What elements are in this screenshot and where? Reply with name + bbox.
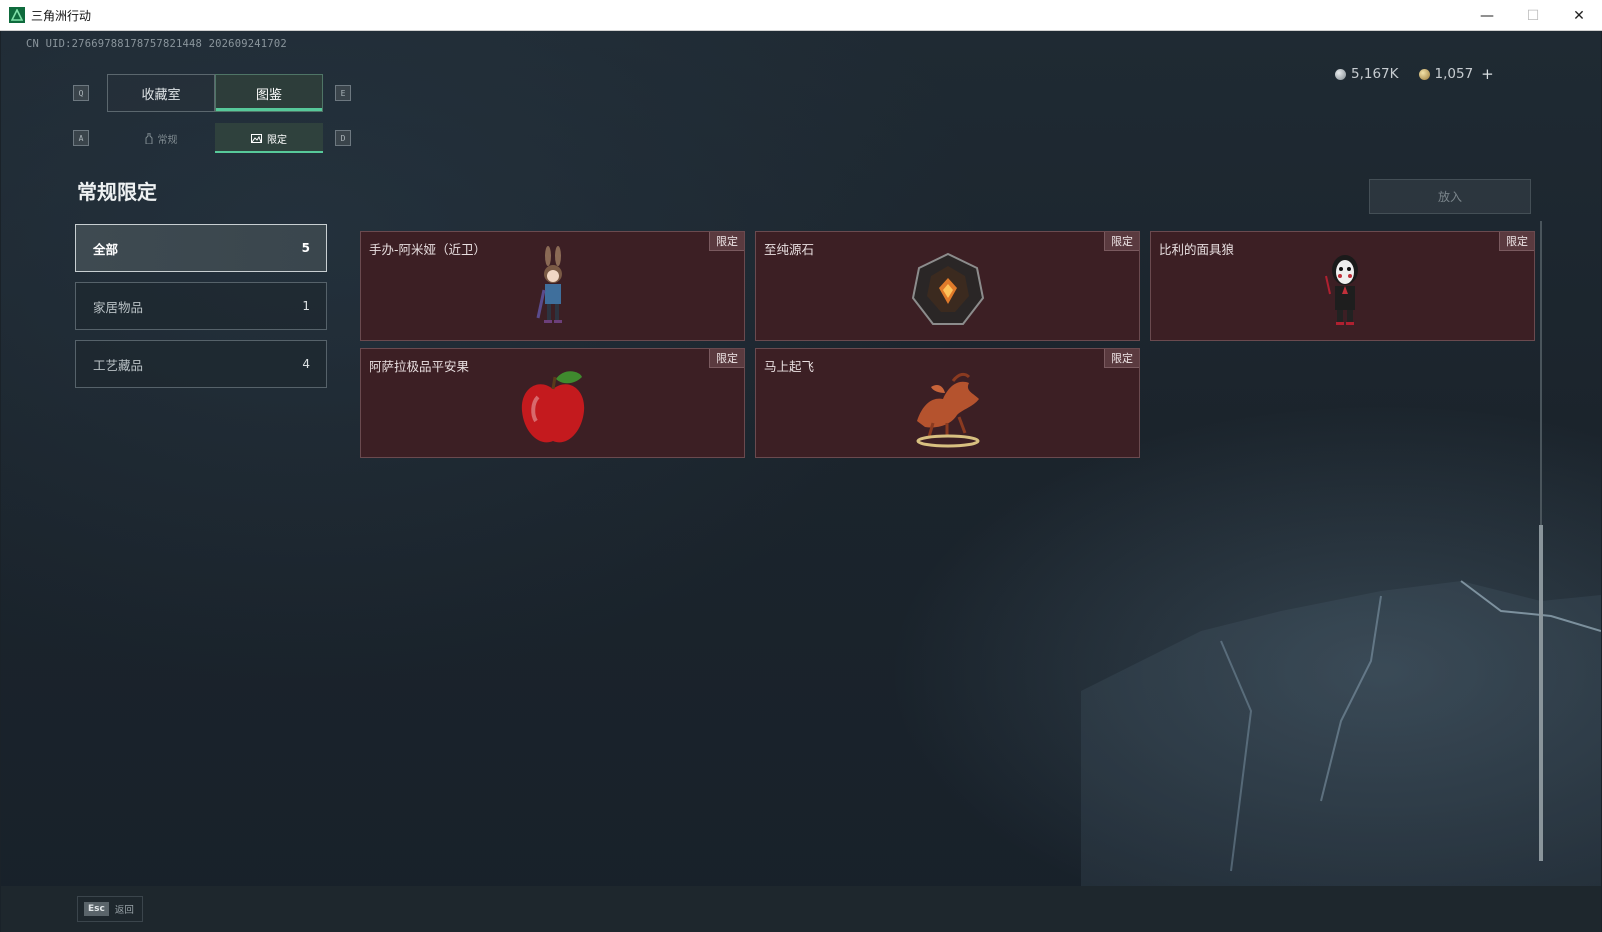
- limited-badge: 限定: [1499, 232, 1534, 251]
- category-count: 4: [302, 357, 310, 371]
- window-controls: — ☐ ✕: [1464, 0, 1602, 31]
- category-all[interactable]: 全部 5: [75, 224, 327, 272]
- silver-amount: 5,167K: [1351, 66, 1399, 82]
- limited-badge: 限定: [1104, 232, 1139, 251]
- item-name: 马上起飞: [764, 359, 815, 374]
- key-hint-q: Q: [73, 85, 89, 101]
- esc-key-icon: Esc: [84, 902, 109, 916]
- gold-currency: 1,057 +: [1418, 65, 1494, 83]
- category-label: 全部: [93, 241, 119, 257]
- category-count: 1: [302, 299, 310, 313]
- category-label: 工艺藏品: [93, 357, 144, 373]
- item-card[interactable]: 手办-阿米娅（近卫） 限定: [360, 231, 745, 341]
- window-titlebar: 三角洲行动 — ☐ ✕: [0, 0, 1602, 31]
- limited-badge: 限定: [709, 232, 744, 251]
- originium-crystal-icon: [911, 252, 984, 325]
- item-card[interactable]: 至纯源石 限定: [755, 231, 1140, 341]
- billy-puppet-icon: [1324, 255, 1358, 325]
- item-name: 比利的面具狼: [1159, 242, 1235, 257]
- key-hint-e: E: [335, 85, 351, 101]
- sub-tab-bar: 常规 限定: [107, 123, 323, 153]
- subtab-regular-label: 常规: [157, 134, 178, 146]
- gold-amount: 1,057: [1434, 66, 1474, 82]
- key-hint-a: A: [73, 130, 89, 146]
- item-card[interactable]: 马上起飞 限定: [755, 348, 1140, 458]
- category-crafts[interactable]: 工艺藏品 4: [75, 340, 327, 388]
- window-title: 三角洲行动: [31, 8, 92, 23]
- item-name: 手办-阿米娅（近卫）: [369, 242, 487, 257]
- currency-bar: 5,167K 1,057 +: [1335, 65, 1494, 83]
- add-currency-button[interactable]: +: [1481, 65, 1494, 83]
- silver-coin-icon: [1335, 68, 1346, 80]
- category-list: 全部 5 家居物品 1 工艺藏品 4: [75, 224, 327, 398]
- bottle-icon: [145, 132, 152, 144]
- item-card[interactable]: 比利的面具狼 限定: [1150, 231, 1535, 341]
- subtab-regular[interactable]: 常规: [107, 123, 215, 153]
- picture-icon: [251, 133, 262, 143]
- key-hint-d: D: [335, 130, 351, 146]
- put-in-button[interactable]: 放入: [1369, 179, 1531, 214]
- page-title: 常规限定: [77, 180, 157, 204]
- flying-horse-icon: [916, 372, 979, 448]
- main-tab-bar: 收藏室 图鉴: [107, 74, 323, 112]
- maximize-button[interactable]: ☐: [1526, 7, 1540, 24]
- category-count: 5: [301, 241, 310, 255]
- close-button[interactable]: ✕: [1573, 7, 1585, 24]
- item-card[interactable]: 阿萨拉极品平安果 限定: [360, 348, 745, 458]
- minimize-button[interactable]: —: [1480, 7, 1494, 24]
- amiya-figure-icon: [536, 246, 562, 323]
- item-name: 至纯源石: [764, 242, 815, 257]
- item-name: 阿萨拉极品平安果: [369, 359, 470, 374]
- back-label: 返回: [114, 905, 134, 916]
- scrollbar-thumb[interactable]: [1539, 525, 1543, 861]
- background-mountain-decoration: [1081, 580, 1601, 931]
- gold-coin-icon: [1418, 68, 1430, 80]
- subtab-limited[interactable]: 限定: [215, 123, 323, 153]
- tab-collection-room[interactable]: 收藏室: [107, 74, 215, 112]
- back-button[interactable]: Esc 返回: [77, 896, 143, 922]
- category-home-items[interactable]: 家居物品 1: [75, 282, 327, 330]
- subtab-limited-label: 限定: [267, 134, 287, 146]
- limited-badge: 限定: [1104, 349, 1139, 368]
- red-apple-icon: [521, 371, 584, 443]
- category-label: 家居物品: [93, 299, 144, 315]
- bottom-bar: Esc 返回: [1, 886, 1601, 932]
- player-uid: CN UID:27669788178757821448 202609241702: [26, 38, 287, 50]
- tab-catalog[interactable]: 图鉴: [215, 74, 323, 112]
- limited-badge: 限定: [709, 349, 744, 368]
- silver-currency: 5,167K: [1335, 66, 1399, 82]
- app-logo-icon: [9, 7, 25, 23]
- game-viewport: CN UID:27669788178757821448 202609241702…: [1, 31, 1601, 932]
